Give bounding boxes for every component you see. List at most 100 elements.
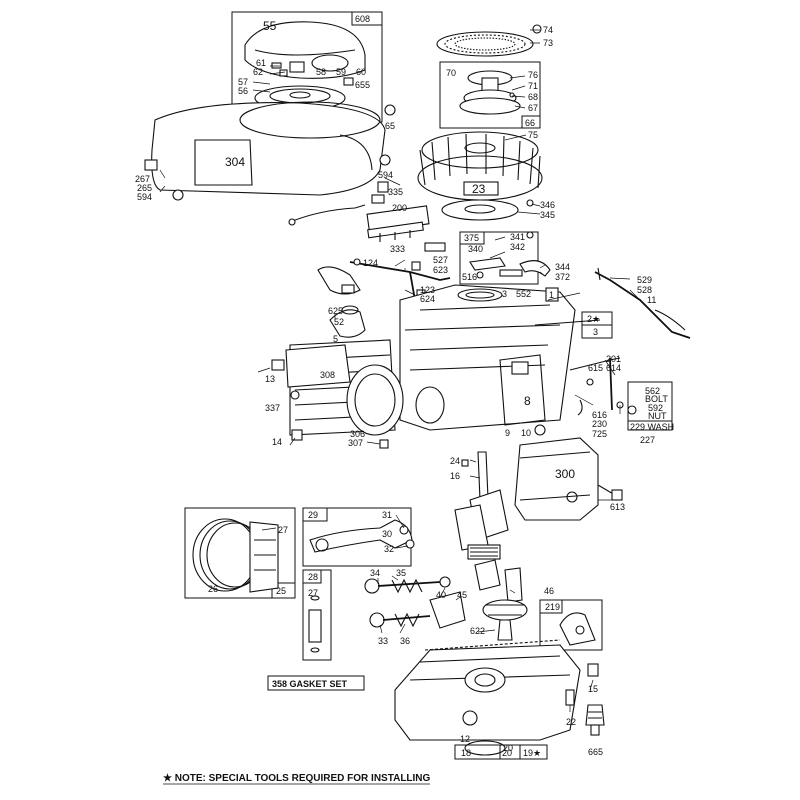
part-label: 624 — [420, 294, 435, 304]
part-label: 59 — [336, 67, 346, 77]
part-label: 16 — [450, 471, 460, 481]
part-label: 345 — [540, 210, 555, 220]
blower-housing-shell — [151, 102, 386, 196]
part-label: 57 — [238, 77, 248, 87]
spark-plug — [585, 663, 605, 736]
part-label: 71 — [528, 81, 538, 91]
part-label: 655 — [355, 80, 370, 90]
part-label: 227 — [640, 435, 655, 445]
part-label: 36 — [400, 636, 410, 646]
part-label: 608 — [355, 14, 370, 24]
part-label: 1 — [549, 290, 554, 300]
part-label: 528 — [637, 285, 652, 295]
part-label: 75 — [528, 130, 538, 140]
part-label: 344 — [555, 262, 570, 272]
part-label: 372 — [555, 272, 570, 282]
part-label: 614 — [606, 363, 621, 373]
shield-screw — [384, 104, 396, 116]
part-label: 26 — [208, 584, 218, 594]
part-label: 124 — [363, 258, 378, 268]
part-label: 46 — [544, 586, 554, 596]
part-label: 665 — [588, 747, 603, 757]
part-label: 594 — [378, 170, 393, 180]
part-label: 28 — [308, 572, 318, 582]
part-label: 625 — [328, 306, 343, 316]
part-label: 56 — [238, 86, 248, 96]
part-label: 35 — [396, 568, 406, 578]
part-label: 70 — [446, 68, 456, 78]
part-label: 594 — [137, 192, 152, 202]
cylinder-head — [271, 339, 445, 449]
part-label: 40 — [436, 590, 446, 600]
piston-assembly — [184, 507, 296, 599]
part-label: 9 — [505, 428, 510, 438]
part-label: 615 — [588, 363, 603, 373]
starter-kit-number-box — [351, 11, 383, 26]
part-label: 2★ — [587, 314, 600, 324]
part-label: 18 — [461, 748, 471, 758]
part-label: 123 — [420, 285, 435, 295]
kit-boxes-right — [581, 311, 673, 431]
part-label: 55 — [263, 19, 277, 33]
part-label: 30 — [382, 529, 392, 539]
part-label: 308 — [320, 370, 335, 380]
part-label: 341 — [510, 232, 525, 242]
part-number-labels: 55 608 61 62 57 56 58 59 60 655 65 74 73… — [135, 14, 674, 758]
gasket-set-box — [267, 675, 365, 691]
part-label: 19★ — [523, 748, 541, 758]
part-label: 725 — [592, 429, 607, 439]
part-label: 516 — [462, 272, 477, 282]
part-label: 27 — [308, 588, 318, 598]
throttle-linkage — [594, 267, 691, 339]
part-label: 346 — [540, 200, 555, 210]
starter-spring — [311, 54, 349, 72]
part-label: 34 — [370, 568, 380, 578]
part-label: BOLT — [645, 394, 668, 404]
part-label: 13 — [265, 374, 275, 384]
flywheel-label-box — [463, 181, 499, 196]
part-label: 229 WASH — [630, 422, 674, 432]
part-label: 23 — [472, 182, 486, 196]
part-label: 62 — [253, 67, 263, 77]
part-label: 76 — [528, 70, 538, 80]
part-label: 52 — [334, 317, 344, 327]
carburetor — [514, 437, 623, 521]
special-tools-note: ★ NOTE: SPECIAL TOOLS REQUIRED FOR INSTA… — [163, 773, 431, 784]
part-label: 342 — [510, 242, 525, 252]
governor-control-kit — [459, 231, 551, 285]
part-label: 8 — [524, 394, 531, 408]
part-label: 304 — [225, 155, 245, 169]
part-label: 29 — [308, 510, 318, 520]
part-label: 24 — [450, 456, 460, 466]
part-label: 65 — [385, 121, 395, 131]
part-label: 25 — [276, 586, 286, 596]
part-label: 3 — [502, 289, 507, 299]
rewind-starter-assembly — [231, 11, 383, 123]
part-label: 527 — [433, 255, 448, 265]
magneto-armature — [288, 181, 446, 252]
part-label: 337 — [265, 403, 280, 413]
connecting-rod — [302, 507, 415, 567]
part-label: 307 — [348, 438, 363, 448]
part-label: 622 — [470, 626, 485, 636]
part-label: 27 — [278, 525, 288, 535]
part-label: 340 — [468, 244, 483, 254]
intake-elbow — [317, 266, 366, 338]
part-label: 66 — [525, 118, 535, 128]
part-label: 267 — [135, 174, 150, 184]
flywheel-key-plate — [441, 199, 534, 221]
rotating-screen — [436, 24, 542, 57]
part-label: 219 — [545, 602, 560, 612]
part-label: 375 — [464, 233, 479, 243]
part-label: 616 — [592, 410, 607, 420]
cylinder-block — [399, 284, 601, 436]
part-label: 14 — [272, 437, 282, 447]
crankshaft — [454, 451, 509, 560]
cylinder-label-box — [545, 287, 559, 302]
part-label: 61 — [256, 58, 266, 68]
gasket-set-label: 358 GASKET SET — [272, 679, 348, 689]
part-label: 529 — [637, 275, 652, 285]
part-label: 68 — [528, 92, 538, 102]
starter-clutch-assembly — [439, 61, 541, 129]
